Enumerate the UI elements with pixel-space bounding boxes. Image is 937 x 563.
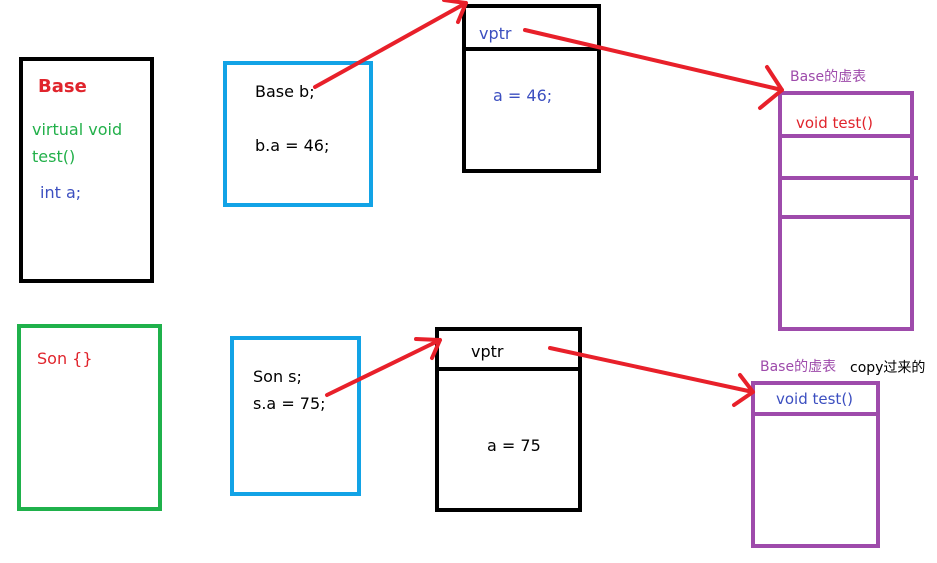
base-class-name: Base bbox=[38, 76, 87, 97]
son-object-member: a = 75 bbox=[487, 436, 541, 455]
son-object-box bbox=[435, 327, 582, 512]
base-class-method-line2: test() bbox=[32, 147, 76, 166]
base-class-box bbox=[19, 57, 154, 283]
base-instance-assign: b.a = 46; bbox=[255, 136, 330, 155]
son-class-box bbox=[17, 324, 162, 511]
son-vtable-title: Base的虚表 bbox=[760, 359, 837, 375]
base-class-member: int a; bbox=[40, 183, 82, 202]
son-instance-assign: s.a = 75; bbox=[253, 394, 326, 413]
son-class-name: Son {} bbox=[37, 349, 93, 368]
son-object-divider bbox=[435, 367, 582, 371]
base-object-member: a = 46; bbox=[493, 86, 553, 105]
base-class-method-line1: virtual void bbox=[32, 120, 123, 139]
base-vtable-box bbox=[778, 91, 914, 331]
son-object-vptr: vptr bbox=[471, 342, 504, 361]
base-vtable-row-divider-2 bbox=[778, 176, 918, 180]
son-vtable-box bbox=[751, 381, 880, 548]
base-vtable-title: Base的虚表 bbox=[790, 69, 867, 85]
base-object-vptr: vptr bbox=[479, 24, 512, 43]
base-instance-box bbox=[223, 61, 373, 207]
base-vtable-row-divider-1 bbox=[778, 134, 914, 138]
base-vtable-entry: void test() bbox=[796, 114, 874, 132]
base-object-divider bbox=[462, 47, 601, 51]
son-vtable-entry: void test() bbox=[776, 390, 854, 408]
base-instance-decl: Base b; bbox=[255, 82, 315, 101]
son-vtable-note: copy过来的 bbox=[850, 360, 926, 376]
son-instance-box bbox=[230, 336, 361, 496]
son-vtable-row-divider bbox=[751, 412, 880, 416]
son-instance-decl: Son s; bbox=[253, 367, 302, 386]
base-vtable-row-divider-3 bbox=[778, 215, 914, 219]
